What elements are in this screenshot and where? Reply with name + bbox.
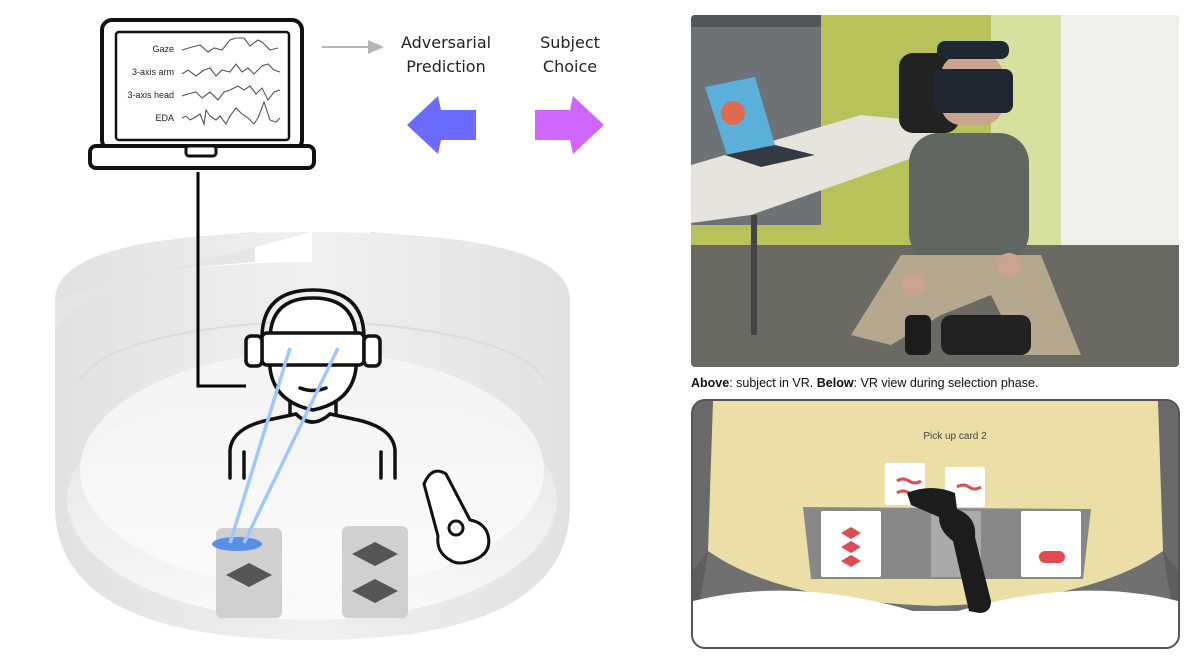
eda-signal-trace (181, 100, 281, 127)
diamond-shape (352, 542, 398, 566)
caption-below-label: Below (816, 376, 854, 390)
signal-label-eda: EDA (155, 113, 174, 123)
connector-cable (196, 172, 246, 388)
arena-cylinder (55, 232, 570, 640)
signal-label-arm: 3-axis arm (131, 67, 174, 77)
diamond-shape (226, 563, 272, 587)
caption-above-label: Above (691, 376, 730, 390)
caption-below-text: : VR view during selection phase. (853, 376, 1039, 390)
label-line: Choice (542, 57, 598, 76)
arm-signal-trace (181, 63, 281, 77)
gaze-signal-trace (181, 37, 279, 53)
vr-prompt-text: Pick up card 2 (923, 431, 987, 442)
signal-label-gaze: Gaze (152, 44, 174, 54)
subject-photo (691, 15, 1179, 367)
head-signal-trace (181, 85, 281, 102)
diamond-shape (352, 579, 398, 603)
right-arrow-icon (535, 96, 604, 154)
vr-headset-person-icon (228, 288, 397, 480)
vr-controller-icon (422, 469, 491, 565)
left-arrow-icon (407, 96, 476, 154)
vr-view-panel (691, 399, 1180, 649)
label-line: Subject (540, 33, 600, 52)
gaze-beams (228, 347, 340, 544)
caption: Above: subject in VR. Below: VR view dur… (691, 376, 1038, 390)
signal-label-head: 3-axis head (127, 90, 174, 100)
label-line: Prediction (406, 57, 486, 76)
label-line: Adversarial (400, 33, 492, 52)
gaze-target (212, 537, 262, 551)
signal-traces (181, 37, 281, 127)
adversarial-prediction-label: Adversarial Prediction (386, 31, 506, 79)
card-2 (342, 526, 408, 618)
caption-above-text: : subject in VR. (729, 376, 817, 390)
laptop-icon (88, 18, 316, 170)
subject-choice-label: Subject Choice (520, 31, 620, 79)
gray-arrow-icon (322, 40, 384, 54)
